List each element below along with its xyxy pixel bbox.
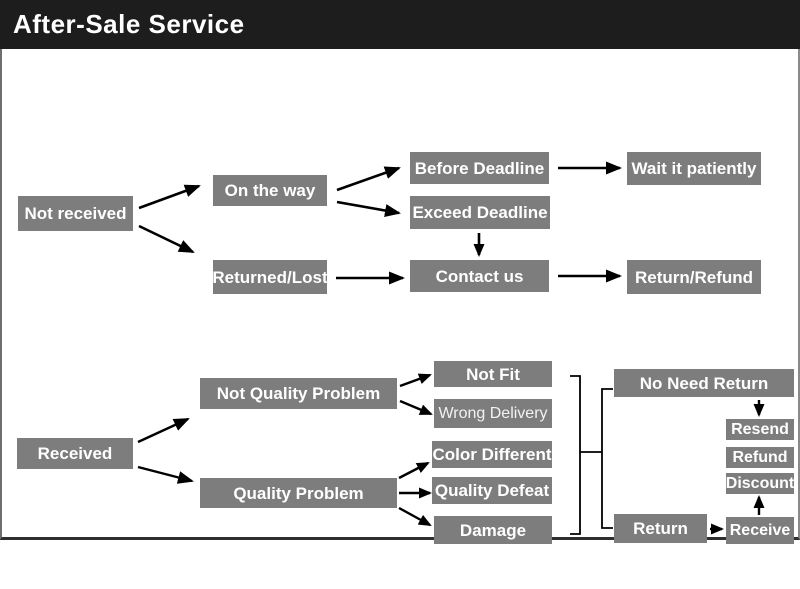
node-not-received: Not received <box>18 196 133 231</box>
node-return: Return <box>614 514 707 543</box>
connector-layer <box>137 161 765 535</box>
node-discount: Discount <box>726 473 794 494</box>
arrow-nqp-to-not-fit <box>399 373 432 388</box>
node-refund: Refund <box>726 447 794 468</box>
arrow-qp-to-color-different <box>398 461 430 480</box>
arrow-nqp-to-wrong-delivery <box>399 399 433 416</box>
outcomes-bracket <box>570 375 581 535</box>
grouping-brackets <box>570 375 613 535</box>
node-quality-problem: Quality Problem <box>200 478 397 508</box>
node-on-the-way: On the way <box>213 175 327 206</box>
arrow-received-to-not-quality-problem <box>137 417 190 444</box>
arrow-not-received-to-returned-lost <box>138 224 195 254</box>
node-wait-it-patiently: Wait it patiently <box>627 152 761 185</box>
page-title: After-Sale Service <box>13 9 245 39</box>
node-color-different: Color Different <box>432 441 552 468</box>
node-not-fit: Not Fit <box>434 361 552 387</box>
node-return-refund: Return/Refund <box>627 260 761 294</box>
node-resend: Resend <box>726 419 794 440</box>
node-before-deadline: Before Deadline <box>410 152 549 184</box>
node-exceed-deadline: Exceed Deadline <box>410 196 550 229</box>
targets-bracket <box>601 388 613 529</box>
arrow-not-received-to-on-the-way <box>138 184 201 210</box>
node-received: Received <box>17 438 133 469</box>
node-wrong-delivery: Wrong Delivery <box>434 399 552 428</box>
arrow-on-the-way-to-before-deadline <box>336 166 401 192</box>
node-quality-defeat: Quality Defeat <box>432 477 552 504</box>
arrow-received-to-quality-problem <box>137 465 194 484</box>
flowchart-canvas: Not received On the way Returned/Lost Be… <box>0 49 800 544</box>
node-no-need-return: No Need Return <box>614 369 794 397</box>
node-damage: Damage <box>434 516 552 544</box>
node-contact-us: Contact us <box>410 260 549 292</box>
node-not-quality-problem: Not Quality Problem <box>200 378 397 409</box>
node-returned-lost: Returned/Lost <box>212 260 328 294</box>
arrow-on-the-way-to-exceed-deadline <box>336 200 401 217</box>
arrow-qp-to-damage <box>398 506 432 527</box>
title-bar: After-Sale Service <box>0 0 800 49</box>
